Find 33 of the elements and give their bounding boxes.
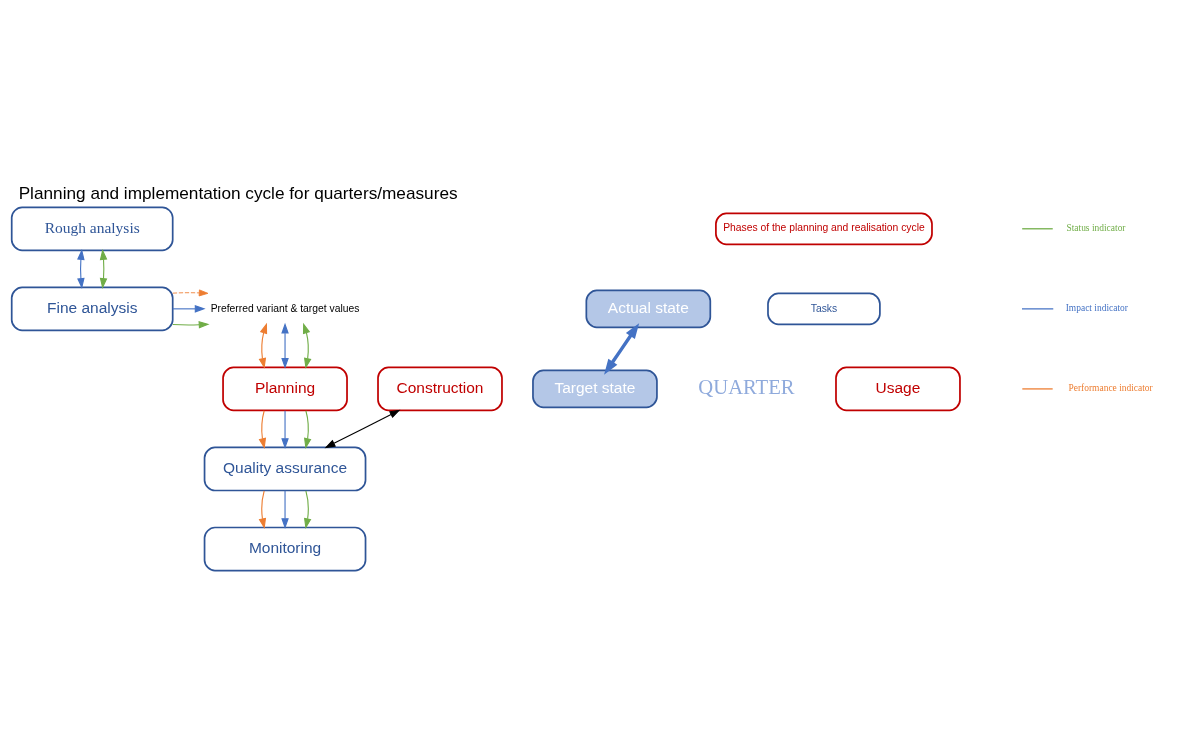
- legend-label: Status indicator: [1066, 222, 1126, 233]
- arrow: [304, 409, 312, 449]
- node-box: Phases of the planning and realisation cycle: [715, 211, 933, 245]
- node-box: Tasks: [767, 292, 881, 325]
- arrow: [258, 322, 268, 369]
- node-box: Fine analysis: [10, 285, 174, 331]
- arrow: [258, 489, 267, 529]
- node-box: Usage: [835, 366, 961, 411]
- label: QUARTER: [698, 375, 795, 398]
- node-text: Preferred variant & target values: [210, 302, 360, 314]
- legend-label: Performance indicator: [1068, 382, 1153, 393]
- node-box: Monitoring: [203, 526, 367, 571]
- arrow: [281, 322, 289, 369]
- node-box: Planning: [222, 366, 348, 411]
- arrow: [99, 248, 108, 289]
- node-box: Construction: [377, 366, 503, 411]
- node-box: Rough analysis: [10, 205, 174, 251]
- diagram-title: Planning and implementation cycle for quarters/measures: [18, 182, 458, 203]
- arrow: [281, 409, 289, 449]
- arrow: [304, 489, 312, 529]
- arrow: [172, 288, 209, 296]
- node-box: Actual state: [585, 288, 712, 328]
- node-box: Target state: [532, 369, 658, 408]
- arrow: [324, 409, 401, 448]
- arrow: [604, 322, 640, 375]
- arrow: [302, 322, 312, 369]
- arrow: [77, 248, 85, 289]
- node-box: Quality assurance: [203, 446, 367, 491]
- arrow: [172, 304, 206, 313]
- arrow: [258, 409, 267, 449]
- arrow: [172, 320, 210, 329]
- arrow: [281, 489, 289, 529]
- legend-label: Impact indicator: [1065, 302, 1128, 313]
